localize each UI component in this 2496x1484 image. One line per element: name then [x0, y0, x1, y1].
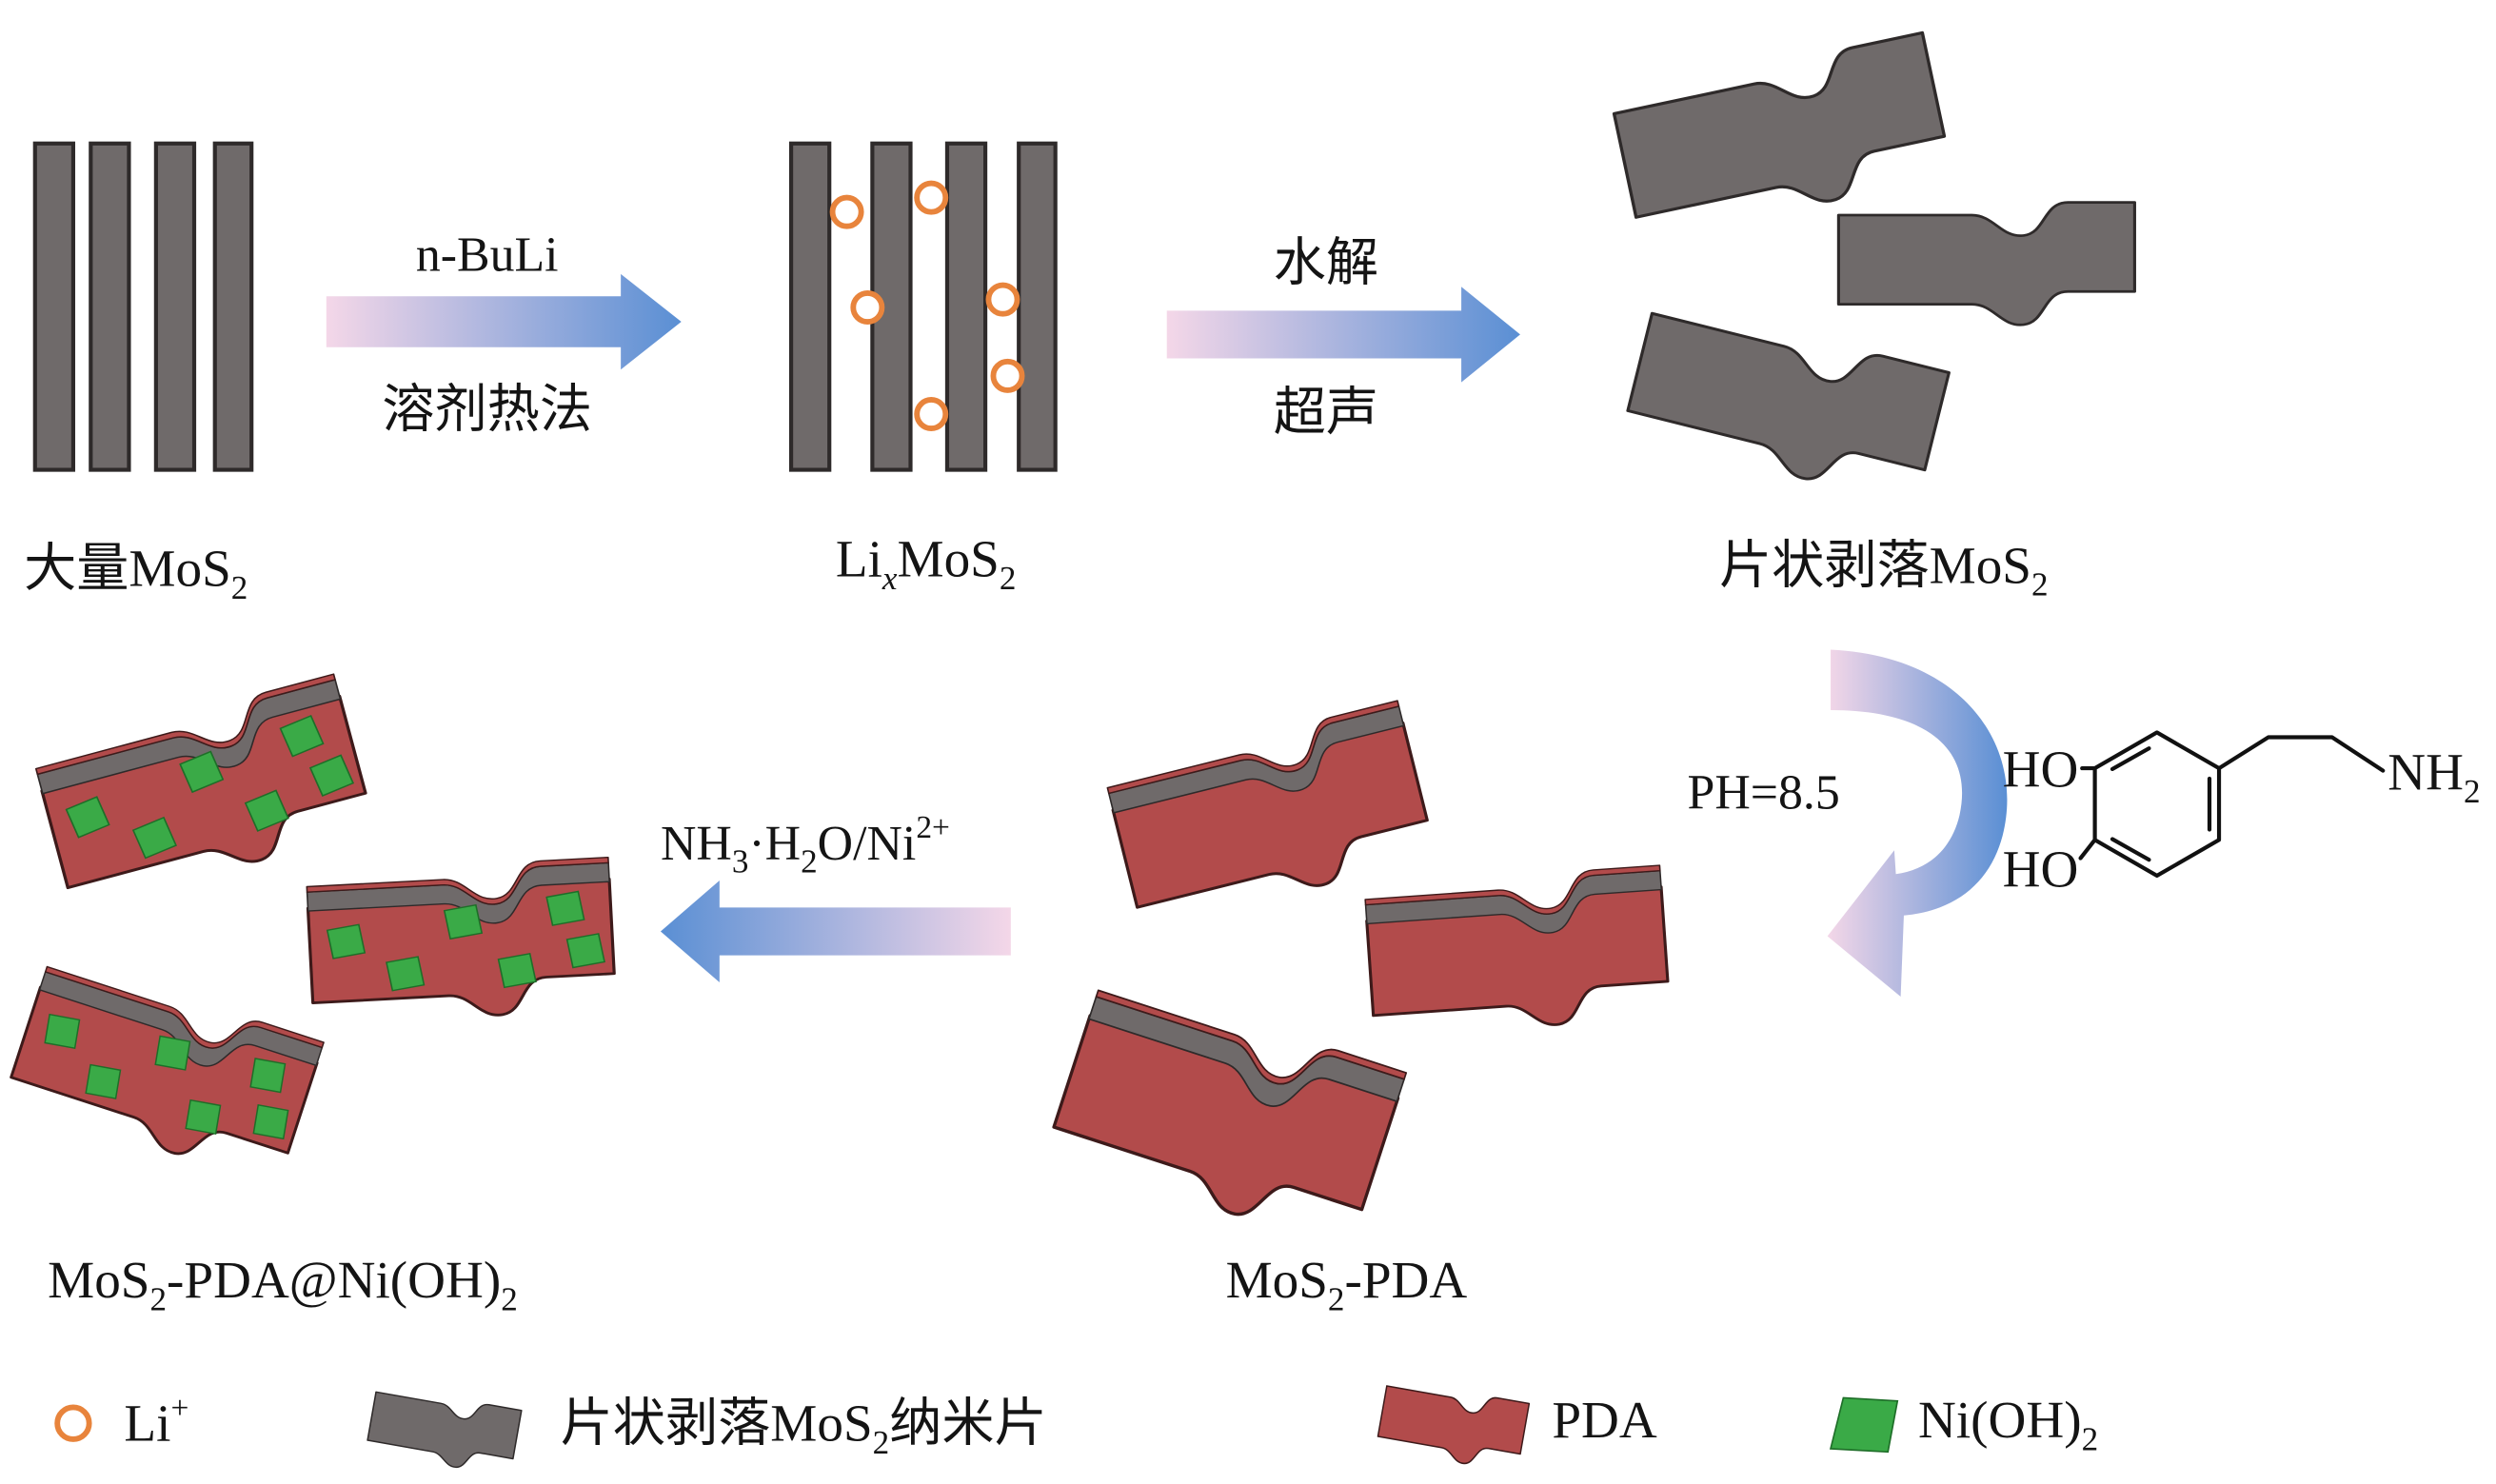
label-mos2-pda: MoS2-PDA — [1226, 1251, 1468, 1317]
mos2-pda-ni-sheet — [307, 858, 617, 1025]
mos2-pda-sheet — [1362, 863, 1673, 1039]
label-pda-rest: -PDA — [1344, 1251, 1467, 1309]
legend-li-sup: + — [170, 1391, 188, 1426]
arrow-2-label-below: 超声 — [1274, 384, 1378, 442]
ho-top-text: HO — [2003, 740, 2079, 798]
arrow-2-hydrolysis: 水解 — [1274, 234, 1378, 292]
label-mos-sub: 2 — [1000, 560, 1017, 597]
label-ni-sub1: 2 — [149, 1280, 167, 1317]
label-ni-mos: MoS — [48, 1251, 149, 1309]
arrow-1-label-below: 溶剂热法 — [382, 380, 592, 438]
intercalated-mos2-bar — [1017, 141, 1058, 472]
nh-sub: 2 — [2464, 773, 2481, 810]
li-ion — [914, 180, 949, 215]
label-mos: MoS — [898, 530, 1000, 588]
intercalated-mos2-bar — [944, 141, 988, 472]
legend-li-label: Li+ — [124, 1391, 188, 1452]
exfoliated-sheet — [1609, 30, 1954, 244]
exfoliated-mos2-sheets — [1609, 30, 2136, 508]
legend-pda-text: PDA — [1552, 1391, 1657, 1449]
legend: Li+ 片状剥落MoS2纳米片 PDA Ni(OH)2 — [54, 1377, 2098, 1478]
mos2-pda-sheets — [1043, 699, 1673, 1254]
legend-sheet-rest: 纳米片 — [889, 1395, 1047, 1453]
hydroxyl-bond — [2078, 838, 2097, 861]
bulk-mos2-bar — [212, 141, 254, 472]
reaction-arrow-3-curved — [1827, 649, 2008, 998]
bulk-mos2-bar — [89, 141, 131, 472]
dopamine-structure: HO HO NH2 — [2003, 730, 2481, 899]
label-exfoliated-sub: 2 — [2031, 566, 2049, 603]
label-pda-sub: 2 — [1328, 1280, 1345, 1317]
reaction-arrow-2 — [1166, 287, 1520, 383]
label-bulk-main: 大量MoS — [24, 540, 231, 598]
label-ni-sub2: 2 — [501, 1280, 518, 1317]
hydroxyl-top: HO — [2003, 740, 2079, 798]
legend-ni-sub: 2 — [2082, 1421, 2099, 1458]
arrow-4-mid: ·H — [748, 817, 801, 871]
legend-sheet-main: 片状剥落MoS — [561, 1395, 873, 1453]
bulk-mos2-bar — [32, 141, 76, 472]
nh-text: NH — [2387, 743, 2464, 801]
legend-ni-main: Ni(OH) — [1918, 1391, 2082, 1449]
bulk-mos2-bar — [153, 141, 197, 472]
legend-mos2-sheet-icon — [365, 1384, 523, 1478]
reaction-arrow-1 — [326, 273, 682, 370]
arrow-2-label-above: 水解 — [1274, 234, 1378, 292]
label-mos2-pda-ni: MoS2-PDA@Ni(OH)2 — [48, 1251, 518, 1317]
hydroxyl-bottom: HO — [2003, 841, 2079, 899]
arrow-1-method: 溶剂热法 — [382, 380, 592, 438]
li-ion — [985, 282, 1020, 317]
legend-ni-oh2-label: Ni(OH)2 — [1918, 1391, 2098, 1457]
mos2-pda-ni-sheets — [5, 674, 617, 1186]
arrow-1-reagent: n-BuLi — [416, 228, 559, 283]
arrow-3-condition: PH=8.5 — [1688, 766, 1840, 821]
label-exfoliated-mos2: 片状剥落MoS2 — [1719, 536, 2049, 603]
label-pda-mos: MoS — [1226, 1251, 1328, 1309]
legend-sheet-sub: 2 — [873, 1424, 890, 1461]
ethylamine-chain — [2216, 735, 2386, 773]
mos2-pda-sheet — [1043, 972, 1408, 1254]
amine-group: NH2 — [2387, 743, 2480, 810]
label-intercalated-mos2: LixMoS2 — [836, 530, 1017, 597]
legend-mos2-sheet-label: 片状剥落MoS2纳米片 — [561, 1395, 1047, 1461]
li-ion — [850, 290, 885, 325]
arrow-4-sub1: 3 — [732, 843, 749, 881]
double-bond — [2110, 837, 2151, 862]
benzene-ring — [2092, 730, 2222, 879]
label-li-x: x — [882, 560, 898, 597]
label-exfoliated-main: 片状剥落MoS — [1719, 536, 2031, 594]
mos2-pda-ni-sheet — [5, 954, 325, 1187]
mos2-pda-sheet — [1102, 699, 1438, 932]
legend-li-ion-icon — [54, 1404, 92, 1442]
double-bond — [2110, 746, 2151, 772]
exfoliated-sheet — [1836, 201, 2136, 326]
label-bulk-sub: 2 — [231, 569, 248, 606]
arrow-4-sup: 2+ — [916, 810, 950, 845]
label-ni-mid: -PDA@Ni(OH) — [167, 1251, 501, 1309]
ho-bottom-text: HO — [2003, 841, 2079, 899]
intercalated-mos2-bar — [788, 141, 832, 472]
arrow-1-label-above: n-BuLi — [416, 228, 559, 283]
arrow-4-rest: O/Ni — [818, 817, 917, 871]
mos2-pda-ni-sheet — [32, 674, 375, 910]
arrow-4-sub2: 2 — [801, 843, 818, 881]
li-ion — [914, 397, 949, 432]
reaction-arrow-4 — [660, 880, 1011, 983]
legend-pda-label: PDA — [1552, 1391, 1657, 1449]
exfoliated-sheet — [1620, 298, 1951, 508]
label-bulk-mos2: 大量MoS2 — [24, 540, 248, 606]
ph-value: PH=8.5 — [1688, 766, 1840, 821]
legend-li-main: Li — [124, 1395, 170, 1453]
label-li: Li — [836, 530, 882, 588]
li-ion — [990, 358, 1025, 393]
bulk-mos2-layers — [32, 141, 254, 472]
legend-ni-oh2-icon — [1829, 1396, 1899, 1454]
li-ion — [829, 194, 864, 229]
arrow-4-label: NH3·H2O/Ni2+ — [661, 810, 950, 881]
arrow-2-ultrasound: 超声 — [1274, 384, 1378, 442]
arrow-4-nh: NH — [661, 817, 732, 871]
intercalated-mos2-layers — [788, 141, 1058, 472]
legend-pda-icon — [1375, 1377, 1531, 1474]
